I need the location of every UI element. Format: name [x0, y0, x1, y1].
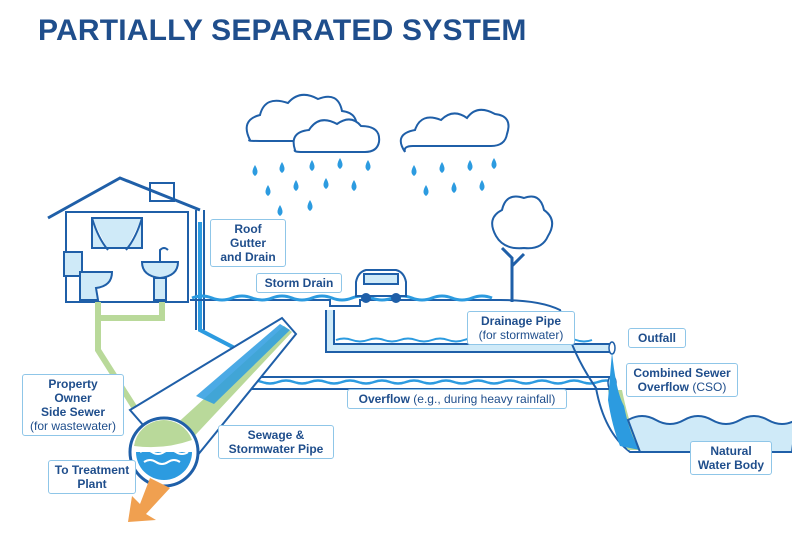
label-drainage-pipe: Drainage Pipe(for stormwater) [467, 311, 575, 345]
sink-icon [140, 247, 180, 301]
label-sewage-pipe: Sewage &Stormwater Pipe [218, 425, 334, 459]
toilet-icon [63, 251, 114, 301]
raindrop-icon [252, 158, 497, 216]
label-overflow: Overflow (e.g., during heavy rainfall) [347, 389, 567, 409]
cloud-icon [245, 93, 510, 153]
house-icon [47, 176, 201, 303]
label-outfall: Outfall [628, 328, 686, 348]
car-icon [355, 269, 407, 303]
label-storm-drain: Storm Drain [256, 273, 342, 293]
tree-icon [491, 195, 554, 302]
treatment-arrow [128, 478, 170, 522]
sewer-pipe [128, 316, 298, 488]
page-title: PARTIALLY SEPARATED SYSTEM [38, 14, 527, 47]
